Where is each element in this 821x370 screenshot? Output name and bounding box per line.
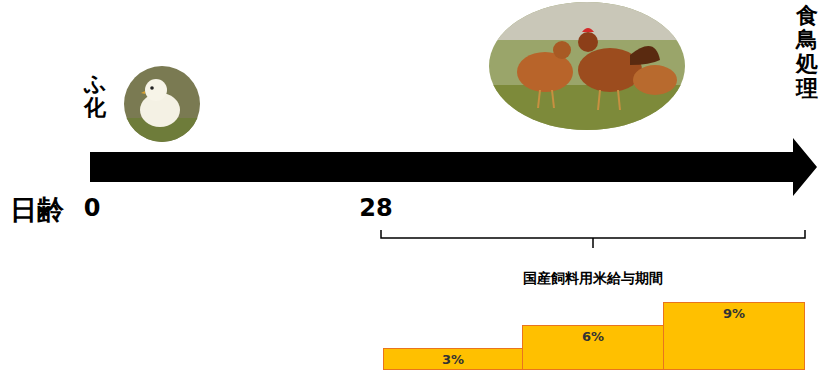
percent-label: 9% (723, 303, 745, 321)
step-bar: 9% (663, 302, 805, 370)
percent-label: 6% (582, 326, 604, 344)
age-label: 日齢 (10, 192, 64, 228)
percent-label: 3% (442, 349, 464, 367)
hatch-label: ふ化 (84, 72, 106, 120)
slaughter-label: 食鳥処理 (796, 4, 818, 101)
timeline-arrow (90, 138, 817, 196)
step-bar: 3% (383, 348, 523, 370)
period-bracket (381, 230, 805, 248)
step-bar: 6% (522, 325, 664, 370)
age-number: 28 (359, 194, 392, 222)
chicken-photo (485, 0, 690, 135)
period-label: 国産飼料用米給与期間 (523, 270, 663, 288)
age-number: 0 (84, 194, 101, 222)
chick-photo (120, 62, 210, 158)
